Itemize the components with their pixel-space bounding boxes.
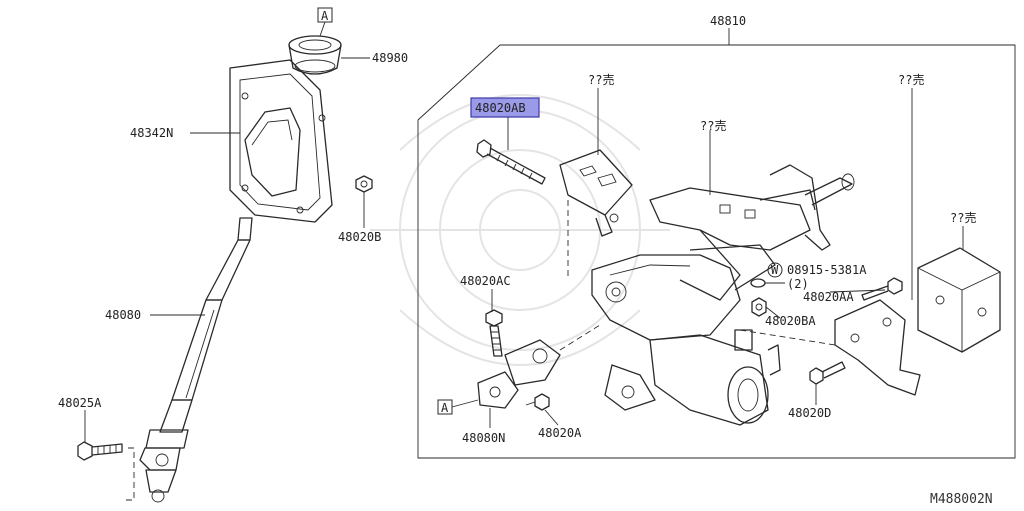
ref-a-bottom: A <box>441 401 449 415</box>
highlight-48020AB <box>470 97 540 118</box>
label-48020D: 48020D <box>788 406 831 420</box>
washer-symbol: W <box>771 263 779 277</box>
joint-48080N <box>477 324 601 409</box>
nut-48020B <box>355 175 373 193</box>
label-ns-module-side: ??売 <box>950 210 976 225</box>
nut-48020BA <box>751 297 767 317</box>
label-48025A: 48025A <box>58 396 102 410</box>
assembly-boundary <box>417 44 1016 459</box>
label-08915-qty: (2) <box>787 277 809 291</box>
label-48810: 48810 <box>710 14 746 28</box>
column-seal-48980 <box>288 35 342 75</box>
label-48020B: 48020B <box>338 230 381 244</box>
label-48020A: 48020A <box>538 426 582 440</box>
bolt-48020AB <box>476 139 546 185</box>
label-ns-bracket: ??売 <box>588 72 614 87</box>
label-48980: 48980 <box>372 51 408 65</box>
eps-motor <box>604 329 781 426</box>
washer-symbol-circle <box>767 262 783 278</box>
intermediate-shaft-48080 <box>139 217 253 503</box>
watermark-emblem <box>370 94 670 366</box>
label-48342N: 48342N <box>130 126 173 140</box>
steering-column-body <box>591 164 855 341</box>
ref-a-top: A <box>321 9 329 23</box>
bracket-part <box>559 149 633 237</box>
control-module <box>917 247 1001 353</box>
module-bracket <box>834 299 921 396</box>
bolt-48020D <box>809 361 846 385</box>
bolt-48020AC <box>485 309 503 357</box>
label-ns-column: ??売 <box>700 118 726 133</box>
label-48020BA: 48020BA <box>765 314 816 328</box>
bolt-48025A <box>77 441 123 461</box>
label-48020AB: 48020AB <box>475 101 526 115</box>
label-08915-5381A: 08915-5381A <box>787 263 867 277</box>
label-48020AC: 48020AC <box>460 274 511 288</box>
diagram-id: M488002N <box>930 492 993 507</box>
label-48080N: 48080N <box>462 431 505 445</box>
washer-08915 <box>750 278 766 288</box>
label-48020AA: 48020AA <box>803 290 854 304</box>
bolt-48020A <box>525 393 550 411</box>
label-48080: 48080 <box>105 308 141 322</box>
label-ns-module-top: ??売 <box>898 72 924 87</box>
bolt-48020AA <box>861 277 903 301</box>
hole-cover-48342N <box>229 59 333 223</box>
